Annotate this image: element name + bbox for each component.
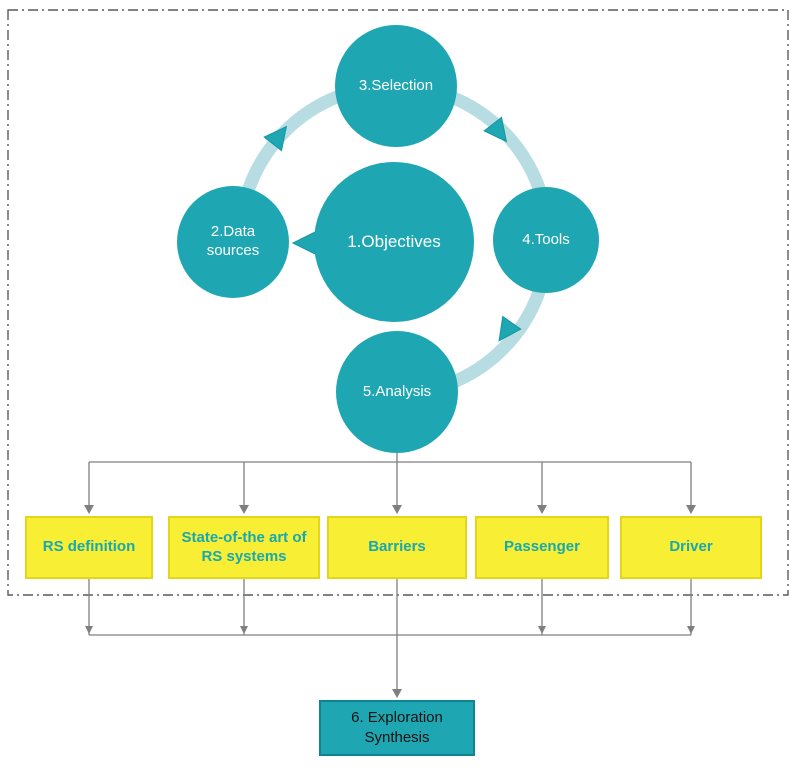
topic-label: Barriers (368, 538, 426, 556)
cycle-circle-tools: 4.Tools (493, 187, 599, 293)
arrow-down-icon (686, 505, 696, 514)
topic-box-driver: Driver (620, 516, 762, 579)
arrow-down-icon (239, 505, 249, 514)
topic-label: RS definition (42, 538, 136, 556)
topic-box-barriers: Barriers (327, 516, 467, 579)
analysis-to-topics-connectors (84, 453, 696, 514)
arrow-data-sources-to-selection-icon (263, 125, 288, 152)
arrow-down-icon (392, 505, 402, 514)
cycle-circle-objectives: 1.Objectives (314, 162, 474, 322)
arrow-down-icon (84, 505, 94, 514)
arrow-objectives-to-data-sources-icon (291, 231, 316, 255)
topic-label: Driver (669, 538, 713, 556)
arrow-down-icon (537, 505, 547, 514)
arrow-tools-to-analysis-icon (498, 315, 522, 342)
synthesis-connector-lines (88, 579, 692, 690)
topic-connector-lines (88, 453, 692, 507)
topic-box-rs-definition: RS definition (25, 516, 153, 579)
topics-to-synthesis-connectors (85, 579, 695, 698)
dashed-boundary (7, 9, 789, 596)
arrow-down-icon (538, 626, 546, 634)
cycle-circle-analysis: 5.Analysis (336, 331, 458, 453)
cycle-circle-data-sources: 2.Data sources (177, 186, 289, 298)
topic-box-passenger: Passenger (475, 516, 609, 579)
topic-label: State-of-the art of RS systems (181, 528, 307, 565)
arrow-down-icon (85, 626, 93, 634)
objectives-label: 1.Objectives (347, 232, 441, 252)
analysis-label: 5.Analysis (362, 382, 432, 400)
selection-label: 3.Selection (358, 76, 434, 94)
tools-label: 4.Tools (522, 230, 570, 248)
synthesis-box: 6. Exploration Synthesis (319, 700, 475, 756)
cycle-circle-selection: 3.Selection (335, 25, 457, 147)
arrow-down-icon (240, 626, 248, 634)
synthesis-label: 6. Exploration Synthesis (351, 708, 443, 746)
cycle-arrows (263, 116, 522, 342)
arrow-selection-to-tools-icon (483, 116, 508, 143)
topic-label: Passenger (504, 538, 580, 556)
topic-box-state-of-the-art: State-of-the art of RS systems (168, 516, 320, 579)
data-sources-label: 2.Data sources (206, 223, 260, 259)
arrow-down-icon (687, 626, 695, 634)
arrow-down-icon (392, 689, 402, 698)
